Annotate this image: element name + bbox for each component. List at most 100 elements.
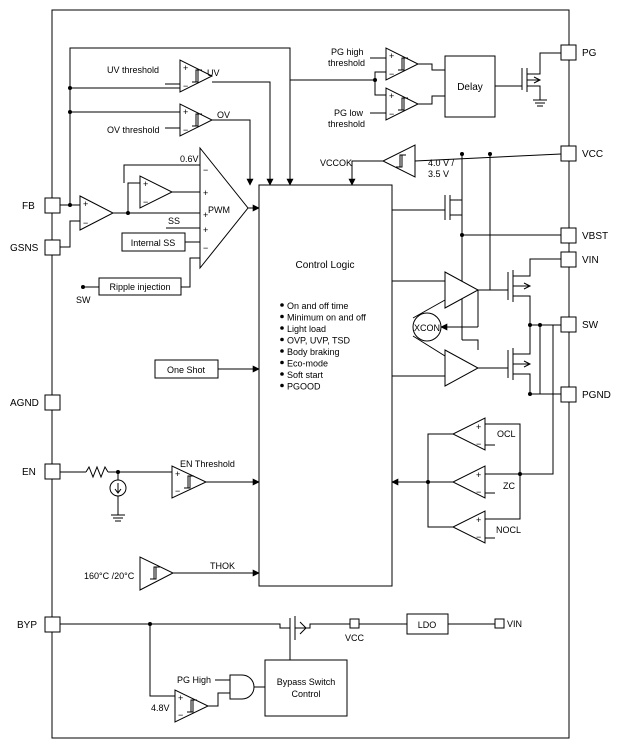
pg-high-label: PG High [177, 675, 211, 685]
control-logic-block: Control Logic On and off time Minimum on… [258, 184, 393, 587]
high-side-mosfet [507, 258, 561, 315]
control-logic-title: Control Logic [296, 260, 355, 271]
pin-vcc-label: VCC [582, 149, 603, 160]
pin-pgnd-label: PGND [582, 390, 611, 401]
svg-text:+: + [143, 179, 148, 189]
svg-text:+: + [389, 91, 394, 101]
pin-vin: VIN [560, 251, 599, 268]
nocl-label: NOCL [496, 525, 521, 535]
pin-byp: BYP [17, 616, 61, 633]
thermal-comparator [139, 556, 175, 591]
list-item: Light load [287, 324, 326, 334]
delay-label: Delay [457, 82, 483, 93]
and-gate [229, 674, 255, 700]
ov-threshold-label: OV threshold [107, 125, 160, 135]
svg-text:−: − [175, 486, 180, 496]
list-item: OVP, UVP, TSD [287, 336, 351, 346]
pwm-label: PWM [208, 205, 230, 215]
vref-label: 0.6V [180, 154, 199, 164]
vccok-label: VCCOK [320, 158, 352, 168]
zc-comparator: + − [451, 465, 486, 499]
svg-text:−: − [389, 69, 394, 79]
pin-gsns-label: GSNS [10, 243, 39, 254]
svg-text:−: − [183, 81, 188, 91]
uvlo-label-2: 3.5 V [428, 169, 449, 179]
svg-text:−: − [476, 487, 481, 497]
en-threshold-label: EN Threshold [180, 459, 235, 469]
pin-sw-label: SW [582, 320, 599, 331]
list-item: Body braking [287, 347, 340, 357]
ldo-label: LDO [418, 620, 437, 630]
pin-en: EN [22, 463, 61, 480]
svg-text:−: − [203, 165, 208, 175]
vref-amp: + − [139, 175, 174, 209]
xcon-block: XCON [412, 312, 442, 342]
nocl-comparator: + − [451, 510, 486, 544]
svg-text:+: + [178, 693, 183, 703]
svg-text:+: + [476, 422, 481, 432]
delay-block [444, 55, 496, 118]
vin-bottom-label: VIN [507, 619, 522, 629]
vcc-node [349, 618, 360, 629]
svg-text:+: + [83, 199, 88, 209]
vcc-mid-label: VCC [345, 633, 365, 643]
xcon-label: XCON [414, 323, 440, 333]
low-side-driver [444, 349, 480, 387]
pin-en-label: EN [22, 467, 36, 478]
sw-left-label: SW [76, 295, 91, 305]
high-side-driver [444, 271, 480, 309]
bypass-label-1: Bypass Switch [277, 677, 336, 687]
list-item: Soft start [287, 370, 324, 380]
pin-vcc: VCC [560, 145, 603, 162]
zc-label: ZC [503, 481, 515, 491]
pg-high-threshold-label-1: PG high [331, 47, 364, 57]
pg-low-threshold-label-2: threshold [328, 119, 365, 129]
bypass-label-2: Control [291, 689, 320, 699]
en-current-source [109, 472, 127, 522]
pg-low-comparator: + − [385, 87, 420, 121]
svg-text:+: + [476, 470, 481, 480]
svg-text:+: + [203, 210, 208, 220]
svg-text:−: − [183, 125, 188, 135]
v48-label: 4.8V [151, 703, 170, 713]
error-amp: + − [79, 195, 115, 231]
internal-ss-label: Internal SS [131, 238, 176, 248]
svg-text:−: − [178, 710, 183, 720]
low-side-mosfet [507, 335, 561, 395]
uv-comparator: + − [179, 59, 214, 93]
one-shot-label: One Shot [167, 365, 206, 375]
vccok-comparator [381, 144, 416, 178]
ocl-label: OCL [497, 429, 516, 439]
svg-text:+: + [203, 188, 208, 198]
ocl-comparator: + − [451, 417, 486, 451]
pin-pg-label: PG [582, 48, 597, 59]
svg-text:+: + [476, 515, 481, 525]
svg-text:−: − [203, 243, 208, 253]
pin-vbst: VBST [560, 227, 608, 244]
ov-label: OV [217, 110, 230, 120]
list-item: Minimum on and off [287, 313, 366, 323]
control-logic-list: On and off time Minimum on and off Light… [280, 301, 366, 392]
svg-text:−: − [476, 532, 481, 542]
ov-comparator: + − [179, 103, 214, 137]
bypass-mosfet [289, 616, 350, 660]
svg-text:−: − [143, 197, 148, 207]
boot-switch [392, 193, 463, 235]
svg-text:+: + [183, 107, 188, 117]
pin-byp-label: BYP [17, 620, 37, 631]
uv-threshold-label: UV threshold [107, 65, 159, 75]
thok-label: THOK [210, 561, 235, 571]
device-outline [51, 9, 570, 739]
pwm-comparator: − + + + − PWM [199, 146, 249, 270]
pg-mosfet [495, 52, 561, 107]
vin-node [494, 618, 505, 629]
byp-comparator: + − [174, 689, 210, 723]
pin-agnd-label: AGND [10, 398, 39, 409]
svg-text:−: − [476, 439, 481, 449]
list-item: Eco-mode [287, 359, 328, 369]
en-resistor [85, 465, 109, 479]
pin-pg: PG [560, 44, 597, 61]
ripple-injection-label: Ripple injection [109, 282, 170, 292]
list-item: PGOOD [287, 382, 321, 392]
